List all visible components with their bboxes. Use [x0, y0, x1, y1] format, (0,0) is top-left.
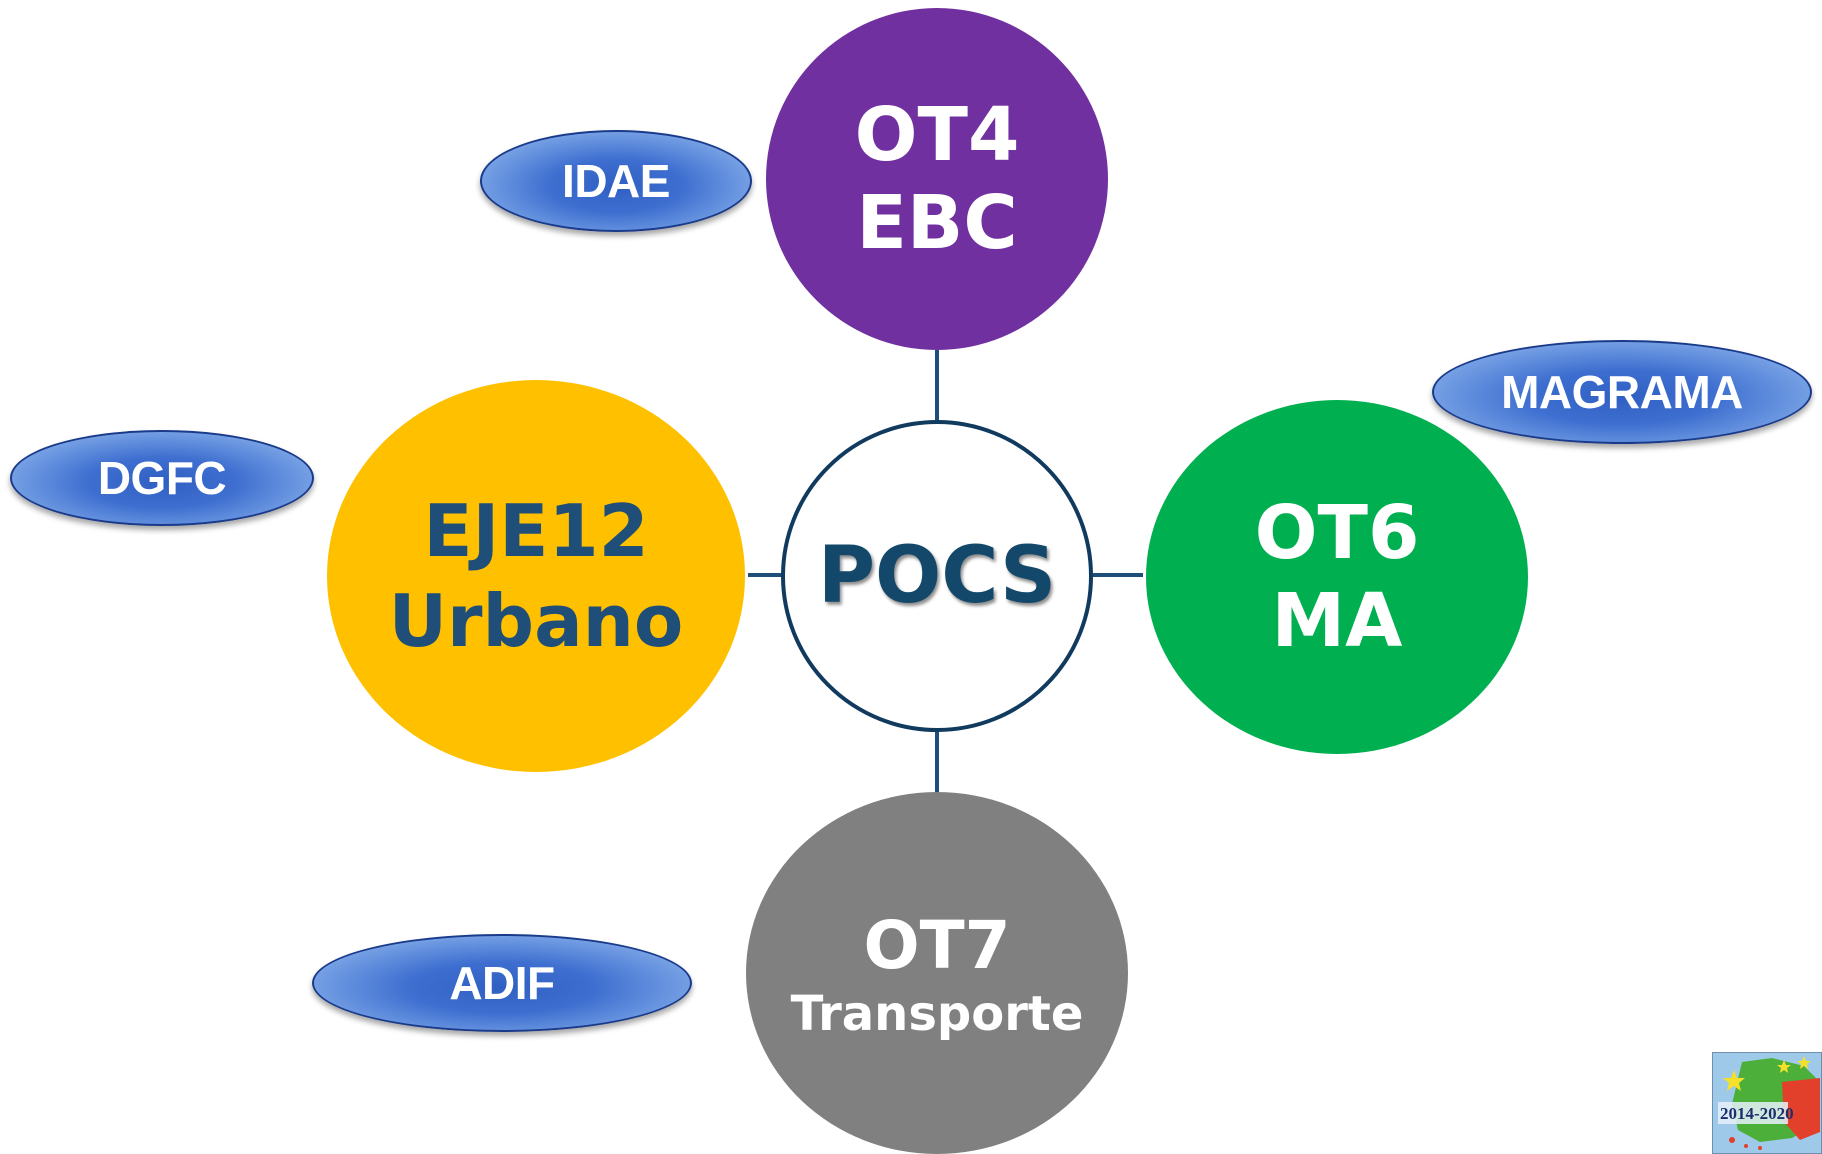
center-node: POCS — [781, 420, 1093, 732]
org-idae: IDAE — [480, 130, 752, 232]
org-adif-label: ADIF — [449, 957, 555, 1009]
node-ot6-subtitle: MA — [1271, 578, 1403, 664]
org-adif: ADIF — [312, 934, 692, 1032]
connector-bottom — [935, 728, 939, 800]
node-eje12-subtitle: Urbano — [388, 579, 684, 663]
node-ot6-title: OT6 — [1254, 490, 1420, 576]
connector-right — [1093, 573, 1143, 577]
center-label: POCS — [817, 531, 1057, 621]
program-logo-text: 2014-2020 — [1720, 1104, 1794, 1123]
node-ot4-title: OT4 — [854, 92, 1020, 178]
node-eje12-title: EJE12 — [423, 489, 649, 573]
node-ot4: OT4 EBC — [766, 8, 1108, 350]
program-logo: 2014-2020 — [1712, 1052, 1822, 1154]
node-ot6: OT6 MA — [1146, 400, 1528, 754]
org-magrama-label: MAGRAMA — [1501, 366, 1743, 418]
node-ot4-subtitle: EBC — [856, 180, 1018, 266]
node-eje12: EJE12 Urbano — [327, 380, 745, 772]
org-magrama: MAGRAMA — [1432, 340, 1812, 444]
connector-top — [935, 350, 939, 422]
node-ot7-title: OT7 — [863, 907, 1011, 984]
program-logo-graphic: 2014-2020 — [1712, 1052, 1822, 1154]
node-ot7: OT7 Transporte — [746, 792, 1128, 1154]
org-dgfc-label: DGFC — [97, 452, 227, 504]
node-ot7-subtitle: Transporte — [790, 986, 1084, 1042]
connector-left — [748, 573, 784, 577]
org-idae-label: IDAE — [562, 155, 670, 207]
org-dgfc: DGFC — [10, 430, 314, 526]
